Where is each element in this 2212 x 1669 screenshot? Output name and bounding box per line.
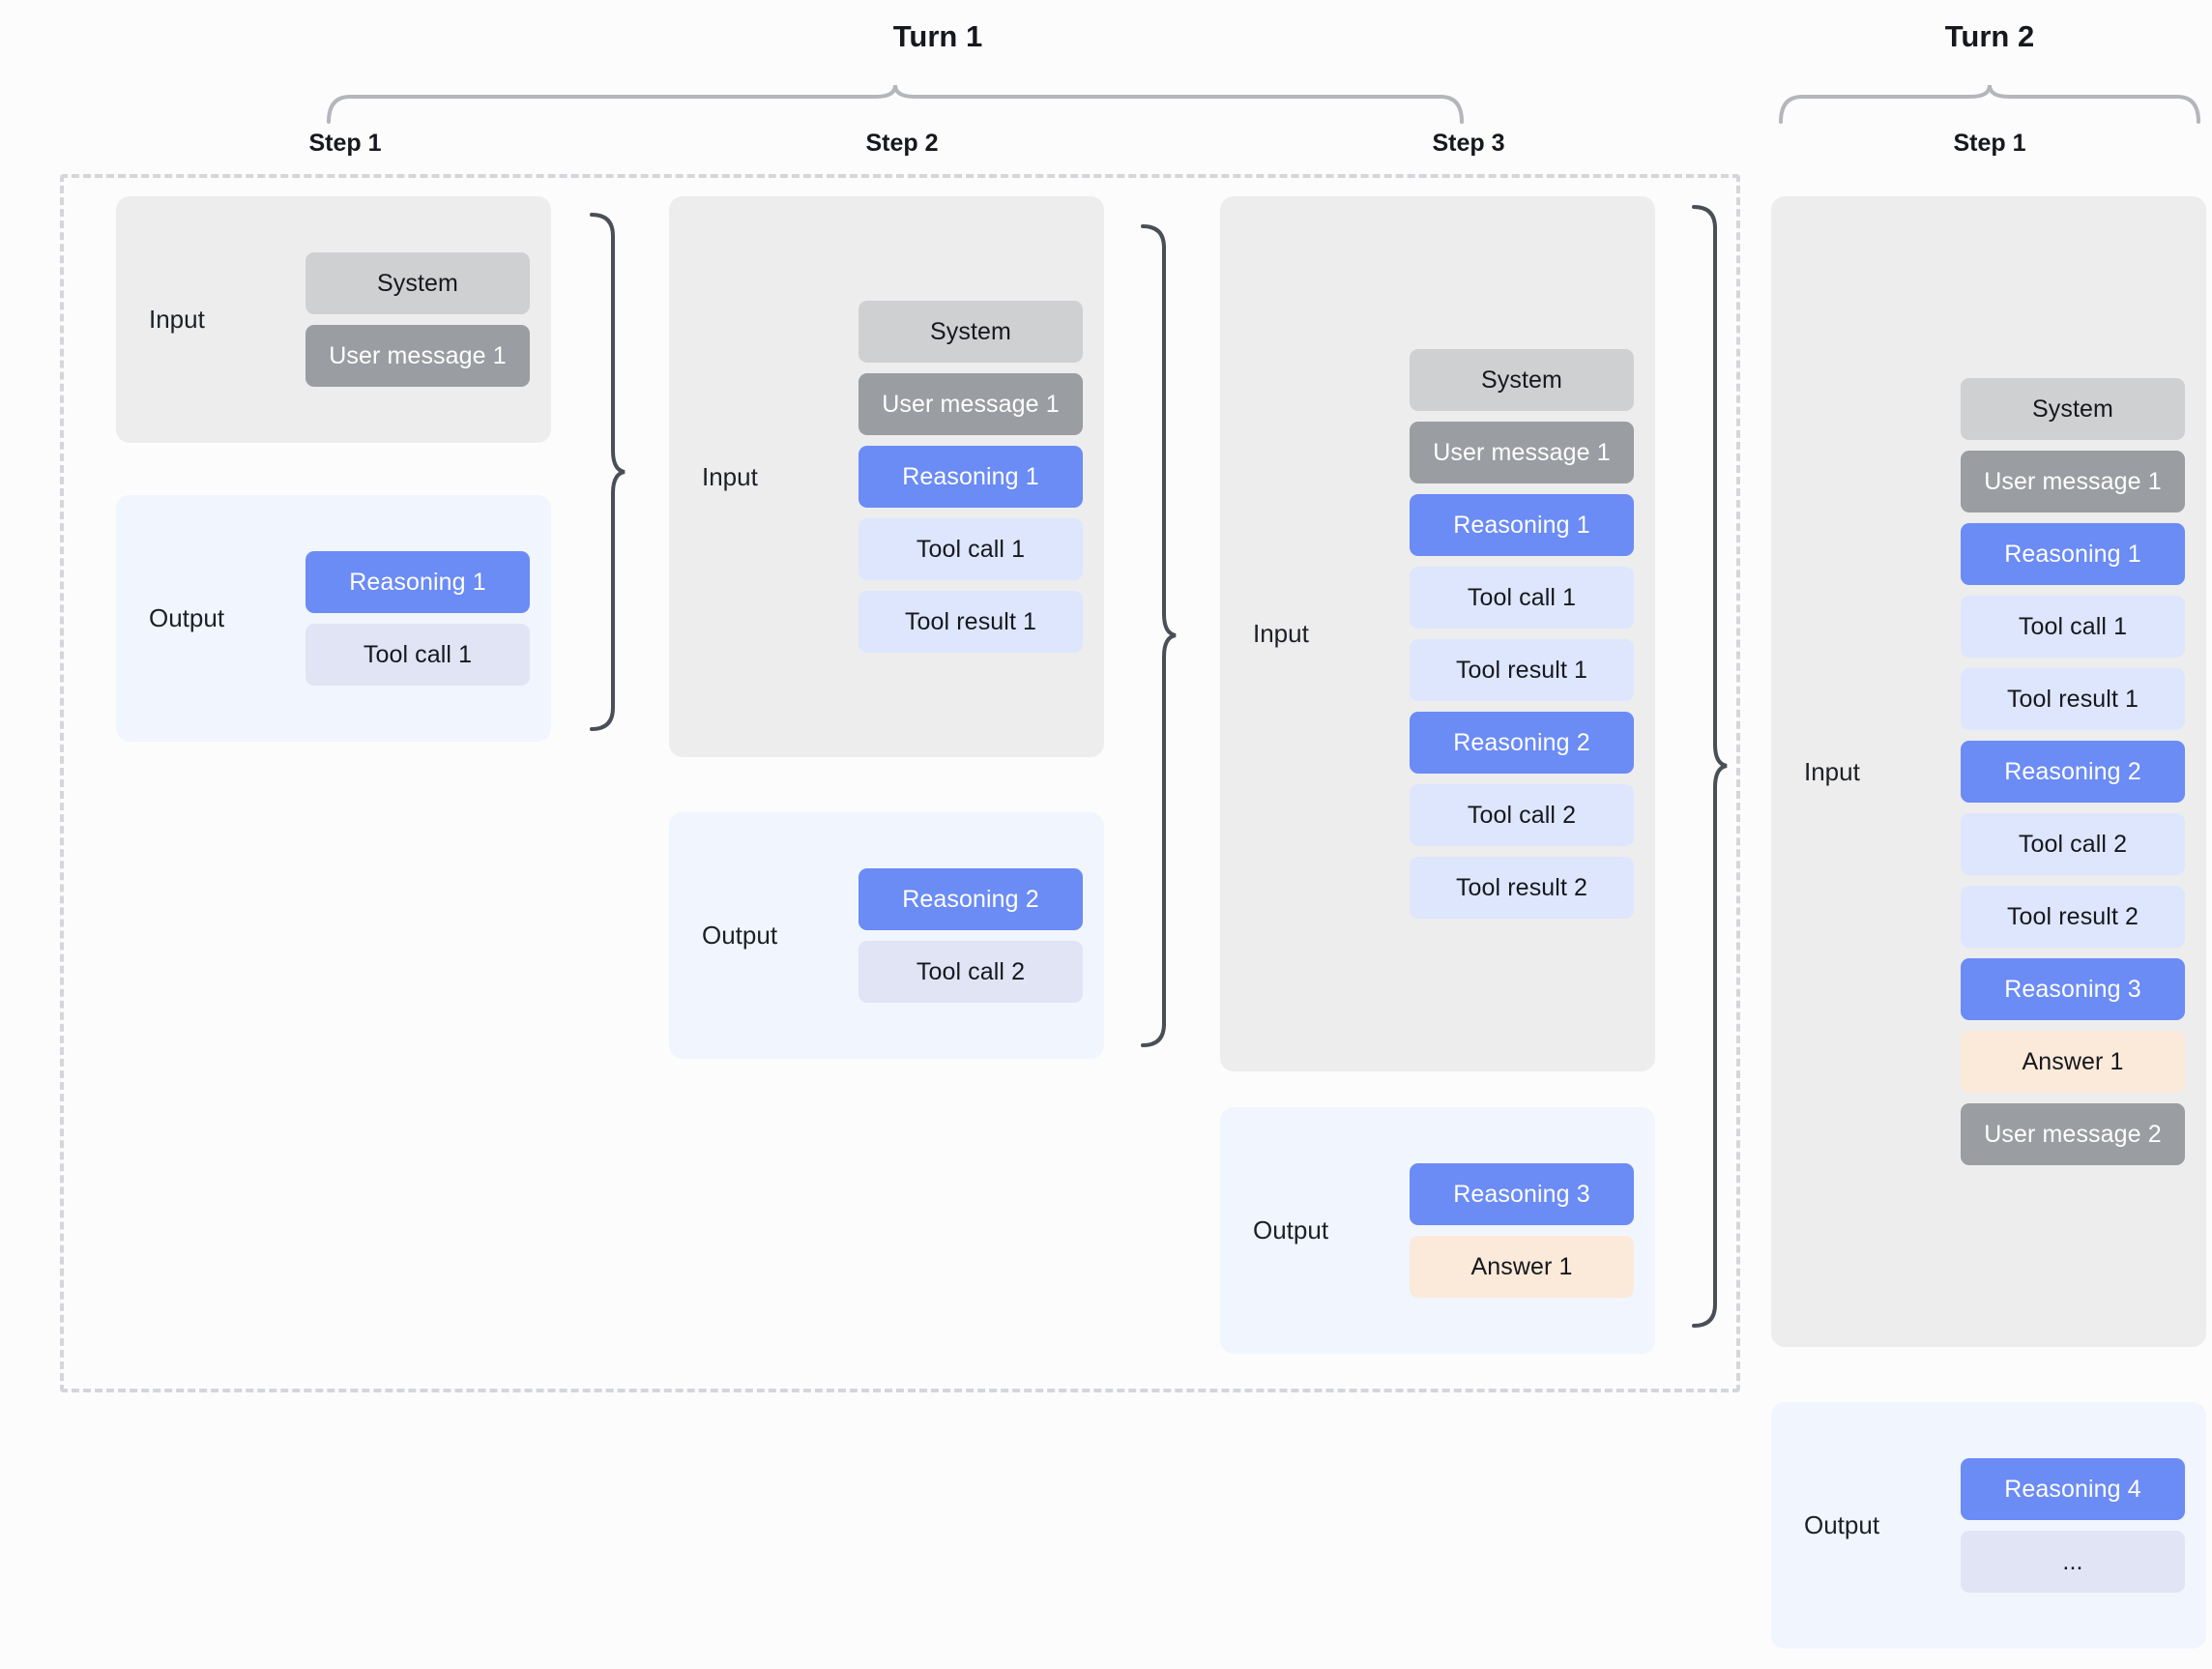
chip-tool-result-1[interactable]: Tool result 1 xyxy=(859,591,1083,653)
connector-brace-3 xyxy=(1690,203,1729,1330)
turn-1-brace xyxy=(325,83,1466,124)
chip-answer-1[interactable]: Answer 1 xyxy=(1961,1031,2185,1093)
chip-user-message-1[interactable]: User message 1 xyxy=(1410,422,1634,483)
chip-reasoning-1[interactable]: Reasoning 1 xyxy=(1961,523,2185,585)
step-label-t1s1: Step 1 xyxy=(308,130,382,157)
chip-answer-1[interactable]: Answer 1 xyxy=(1410,1236,1634,1298)
chip-tool-call-1[interactable]: Tool call 1 xyxy=(1961,596,2185,658)
chip-reasoning-1[interactable]: Reasoning 1 xyxy=(306,551,530,613)
t1s2-output-panel: Output Reasoning 2 Tool call 2 xyxy=(669,812,1104,1059)
t1s2-input-panel: Input System User message 1 Reasoning 1 … xyxy=(669,196,1104,757)
t1s2-output-label: Output xyxy=(702,921,778,950)
step-label-t1s3: Step 3 xyxy=(1432,130,1505,157)
chip-reasoning-1[interactable]: Reasoning 1 xyxy=(1410,494,1634,556)
turn-2-brace xyxy=(1777,83,2202,124)
t1s1-input-label: Input xyxy=(149,305,205,334)
chip-tool-call-2[interactable]: Tool call 2 xyxy=(1961,813,2185,875)
chip-tool-call-2[interactable]: Tool call 2 xyxy=(859,941,1083,1003)
t1s2-output-items: Reasoning 2 Tool call 2 xyxy=(777,847,1104,1024)
t1s1-input-panel: Input System User message 1 xyxy=(116,196,551,443)
turn-2-label: Turn 2 xyxy=(1944,19,2035,53)
chip-tool-call-2[interactable]: Tool call 2 xyxy=(1410,784,1634,846)
t2s1-input-label: Input xyxy=(1804,756,1860,786)
chip-reasoning-2[interactable]: Reasoning 2 xyxy=(859,868,1083,930)
chip-system[interactable]: System xyxy=(1410,349,1634,411)
t1s3-output-items: Reasoning 3 Answer 1 xyxy=(1328,1142,1655,1319)
chip-tool-call-1[interactable]: Tool call 1 xyxy=(1410,567,1634,629)
t1s3-output-label: Output xyxy=(1253,1215,1329,1244)
t1s3-input-panel: Input System User message 1 Reasoning 1 … xyxy=(1220,196,1655,1071)
chip-reasoning-4[interactable]: Reasoning 4 xyxy=(1961,1458,2185,1520)
chip-system[interactable]: System xyxy=(1961,378,2185,440)
chip-reasoning-3[interactable]: Reasoning 3 xyxy=(1410,1163,1634,1225)
t1s3-output-panel: Output Reasoning 3 Answer 1 xyxy=(1220,1107,1655,1354)
t1s3-input-items: System User message 1 Reasoning 1 Tool c… xyxy=(1309,328,1655,940)
t1s1-input-items: System User message 1 xyxy=(205,231,551,408)
chip-tool-call-1[interactable]: Tool call 1 xyxy=(306,624,530,686)
chip-tool-result-2[interactable]: Tool result 2 xyxy=(1961,886,2185,948)
chip-system[interactable]: System xyxy=(306,252,530,314)
t1s1-output-label: Output xyxy=(149,603,225,632)
chip-user-message-1[interactable]: User message 1 xyxy=(859,373,1083,435)
chip-tool-result-1[interactable]: Tool result 1 xyxy=(1410,639,1634,701)
chip-tool-result-1[interactable]: Tool result 1 xyxy=(1961,668,2185,730)
connector-brace-1 xyxy=(588,211,626,733)
turn-1-region xyxy=(60,174,1740,1392)
connector-brace-2 xyxy=(1139,222,1178,1049)
t2s1-output-label: Output xyxy=(1804,1510,1880,1539)
chip-user-message-2[interactable]: User message 2 xyxy=(1961,1103,2185,1165)
turn-1-label: Turn 1 xyxy=(892,19,983,53)
t2s1-output-items: Reasoning 4 ... xyxy=(1879,1437,2206,1614)
step-label-t1s2: Step 2 xyxy=(865,130,939,157)
t1s2-input-label: Input xyxy=(702,461,758,491)
chip-reasoning-1[interactable]: Reasoning 1 xyxy=(859,446,1083,508)
t1s3-input-label: Input xyxy=(1253,619,1309,648)
step-label-t2s1: Step 1 xyxy=(1953,130,2026,157)
chip-reasoning-2[interactable]: Reasoning 2 xyxy=(1961,741,2185,803)
t1s2-input-items: System User message 1 Reasoning 1 Tool c… xyxy=(758,279,1104,674)
t2s1-input-panel: Input System User message 1 Reasoning 1 … xyxy=(1771,196,2206,1347)
t1s1-output-panel: Output Reasoning 1 Tool call 1 xyxy=(116,495,551,742)
chip-system[interactable]: System xyxy=(859,301,1083,363)
chip-reasoning-3[interactable]: Reasoning 3 xyxy=(1961,958,2185,1020)
chip-ellipsis[interactable]: ... xyxy=(1961,1531,2185,1593)
chip-tool-result-2[interactable]: Tool result 2 xyxy=(1410,857,1634,919)
chip-tool-call-1[interactable]: Tool call 1 xyxy=(859,518,1083,580)
t2s1-input-items: System User message 1 Reasoning 1 Tool c… xyxy=(1860,357,2206,1186)
chip-reasoning-2[interactable]: Reasoning 2 xyxy=(1410,712,1634,774)
t1s1-output-items: Reasoning 1 Tool call 1 xyxy=(224,530,551,707)
t2s1-output-panel: Output Reasoning 4 ... xyxy=(1771,1402,2206,1649)
chip-user-message-1[interactable]: User message 1 xyxy=(1961,451,2185,512)
chip-user-message-1[interactable]: User message 1 xyxy=(306,325,530,387)
